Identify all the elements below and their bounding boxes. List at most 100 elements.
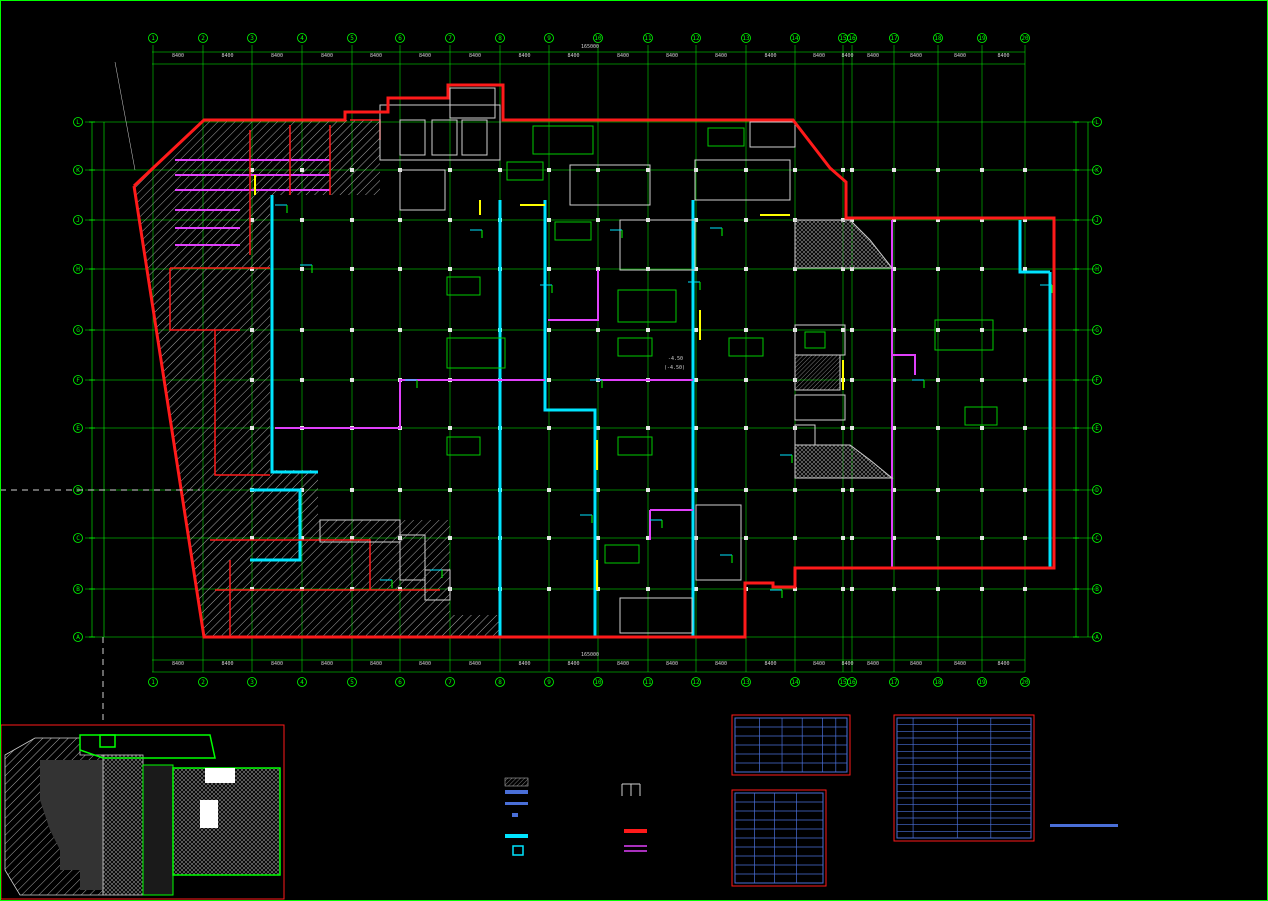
- dimension-text: 8400: [715, 661, 727, 667]
- elevation-tags: -4.50 (-4.50): [664, 356, 685, 371]
- grid-bubble: [297, 33, 307, 43]
- column: [646, 267, 650, 271]
- column: [547, 168, 551, 172]
- column: [980, 328, 984, 332]
- column: [448, 536, 452, 540]
- column: [300, 536, 304, 540]
- column: [448, 488, 452, 492]
- dimension-text: 8400: [813, 53, 825, 59]
- dimension-text: 8400: [666, 661, 678, 667]
- column: [936, 426, 940, 430]
- column: [547, 536, 551, 540]
- grid-bubble-label: L: [76, 119, 80, 126]
- grid-bubble: [847, 33, 857, 43]
- grid-bubble: [1092, 375, 1102, 385]
- column: [398, 488, 402, 492]
- section-arrows: [621, 783, 641, 796]
- dimension-text: 8400: [172, 53, 184, 59]
- grid-bubble: [1092, 264, 1102, 274]
- grid-bubble-label: 8: [498, 35, 502, 42]
- dimension-text: 8400: [954, 661, 966, 667]
- column: [694, 267, 698, 271]
- room-tag-boxes: [275, 125, 1053, 598]
- grid-bubble: [1020, 33, 1030, 43]
- room-tag-box: [728, 337, 764, 357]
- column: [547, 488, 551, 492]
- column: [300, 328, 304, 332]
- column: [980, 218, 984, 222]
- dimension-text: 8400: [518, 53, 530, 59]
- grid-bubble-label: 19: [978, 679, 986, 686]
- column: [250, 168, 254, 172]
- grid-bubble: [790, 677, 800, 687]
- column: [841, 168, 845, 172]
- column: [793, 488, 797, 492]
- grid-bubble: [347, 33, 357, 43]
- column: [448, 328, 452, 332]
- grid-bubble-label: 18: [934, 679, 942, 686]
- column: [448, 426, 452, 430]
- grid-bubble-label: K: [76, 167, 80, 174]
- column: [744, 426, 748, 430]
- dimension-text: 8400: [666, 53, 678, 59]
- grid-bubble: [933, 33, 943, 43]
- column: [841, 267, 845, 271]
- grid-bubble-label: B: [1095, 586, 1099, 593]
- column: [300, 218, 304, 222]
- dimension-text: 8400: [370, 661, 382, 667]
- grid-bubble-label: 6: [398, 679, 402, 686]
- grid-bubble-label: 15: [839, 679, 847, 686]
- grid-bubble-label: H: [1095, 266, 1099, 273]
- column: [892, 378, 896, 382]
- building-outline: [132, 83, 1056, 639]
- match-lines: [0, 489, 200, 725]
- grid-bubble: [544, 677, 554, 687]
- column: [547, 328, 551, 332]
- scale-bar: [1050, 824, 1118, 827]
- key-plan: [0, 724, 285, 900]
- dimension-chains: 8400 8400 8400 8400 8400 8400 8400 8400 8400 8400…: [89, 44, 1079, 667]
- grid-bubble: [247, 677, 257, 687]
- column: [448, 267, 452, 271]
- dimension-text: 8400: [910, 53, 922, 59]
- column: [250, 426, 254, 430]
- column: [980, 426, 984, 430]
- dimension-text: 8400: [221, 53, 233, 59]
- grid-bubble-label: 5: [350, 35, 354, 42]
- grid-bubble: [691, 33, 701, 43]
- dimension-text: 8400: [419, 53, 431, 59]
- column: [250, 536, 254, 540]
- grid-bubble: [741, 33, 751, 43]
- grid-bubble-label: K: [1095, 167, 1099, 174]
- dimension-text: 8400: [469, 53, 481, 59]
- grid-bubble: [73, 325, 83, 335]
- column: [646, 536, 650, 540]
- grid-bubble: [297, 677, 307, 687]
- magenta-double-line: [624, 845, 647, 852]
- column: [350, 267, 354, 271]
- grid-bubble-label: 2: [201, 679, 205, 686]
- grid-bubble-label: 5: [350, 679, 354, 686]
- grid-bubble-label: 3: [250, 679, 254, 686]
- grid-bubble: [445, 33, 455, 43]
- column: [936, 218, 940, 222]
- column: [841, 536, 845, 540]
- column: [850, 168, 854, 172]
- column: [398, 328, 402, 332]
- grid-bubble-label: 9: [547, 679, 551, 686]
- column: [980, 536, 984, 540]
- legend-block: [504, 777, 647, 856]
- dimension-text: 8400: [715, 53, 727, 59]
- column: [547, 426, 551, 430]
- grid-bubble-label: 13: [742, 679, 750, 686]
- grid-bubble-label: D: [1095, 487, 1099, 494]
- grid-bubble: [73, 632, 83, 642]
- column: [936, 378, 940, 382]
- grid-bubble: [1092, 584, 1102, 594]
- grid-bubble-label: 1: [151, 35, 155, 42]
- blue-line: [505, 802, 528, 805]
- column: [646, 488, 650, 492]
- column: [850, 328, 854, 332]
- column: [1023, 378, 1027, 382]
